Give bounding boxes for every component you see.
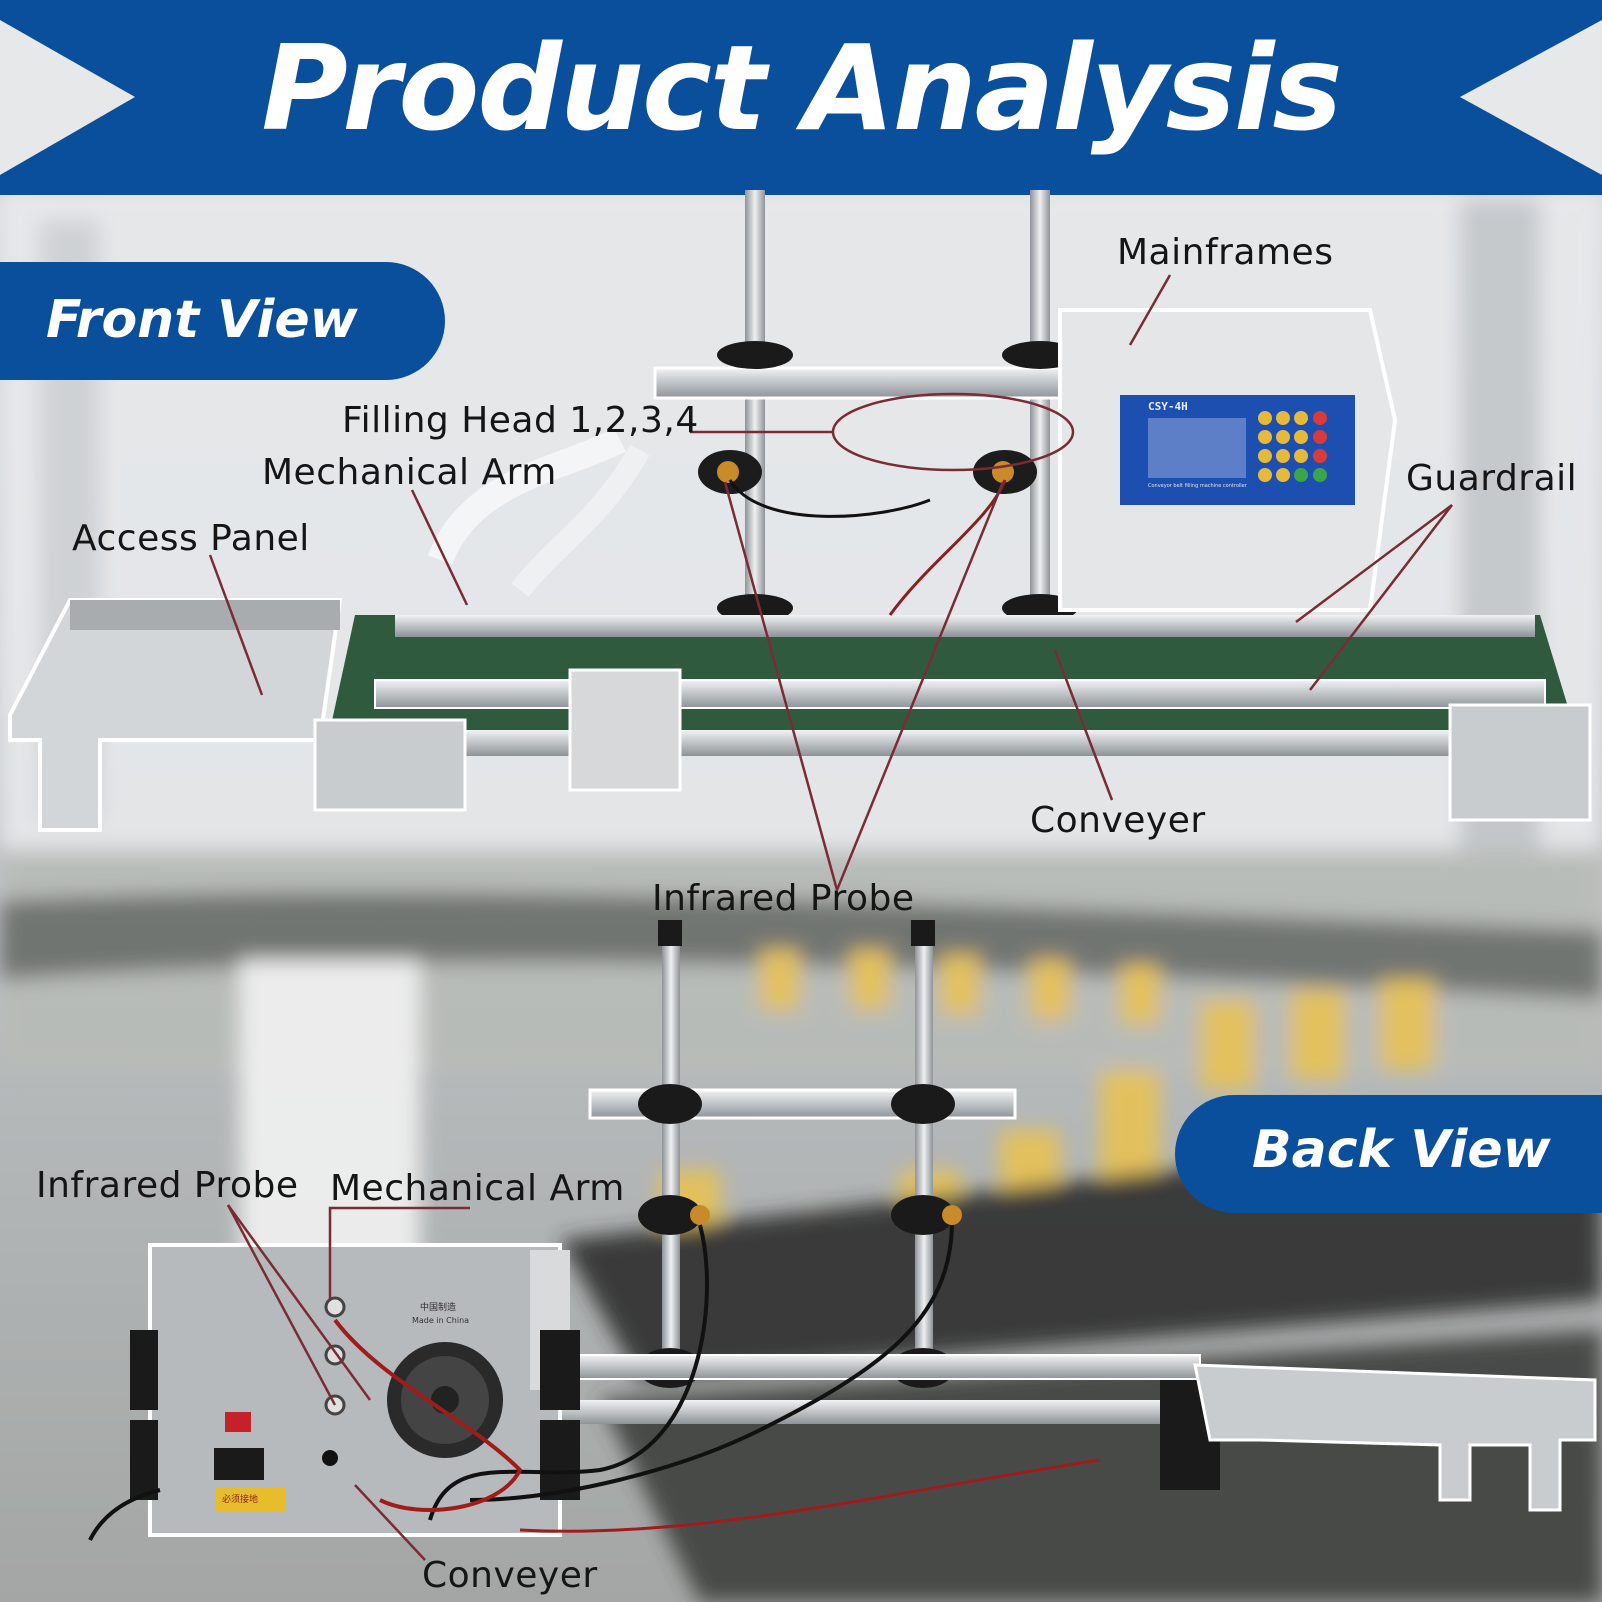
label-conveyer-back: Conveyer <box>422 1555 598 1596</box>
label-mechanical-arm-front: Mechanical Arm <box>262 452 557 493</box>
label-mechanical-arm-back: Mechanical Arm <box>330 1168 625 1209</box>
label-filling-head: Filling Head 1,2,3,4 <box>342 400 699 441</box>
title-banner <box>0 0 1602 195</box>
label-infrared-probe-front: Infrared Probe <box>652 878 915 919</box>
back-machine-illustration <box>88 920 1597 1541</box>
front-view-label: Front View <box>46 290 358 350</box>
front-view-badge <box>0 262 445 380</box>
back-view-label: Back View <box>1252 1120 1551 1180</box>
controller-caption: Conveyor belt filling machine controller <box>1148 483 1247 489</box>
front-machine-illustration <box>8 190 1592 832</box>
ground-warning: 必须接地 <box>222 1495 259 1505</box>
back-view-badge <box>1175 1095 1602 1213</box>
label-conveyer-front: Conveyer <box>1030 800 1206 841</box>
label-mainframes: Mainframes <box>1117 232 1334 273</box>
page-title: Product Analysis <box>261 19 1342 157</box>
controller-model: CSY-4H <box>1148 400 1188 413</box>
label-guardrail: Guardrail <box>1406 458 1578 499</box>
label-access-panel: Access Panel <box>72 518 310 559</box>
label-infrared-probe-back: Infrared Probe <box>36 1165 299 1206</box>
maker-mark: 中国制造 <box>420 1303 457 1313</box>
made-in-mark: Made in China <box>412 1316 470 1325</box>
